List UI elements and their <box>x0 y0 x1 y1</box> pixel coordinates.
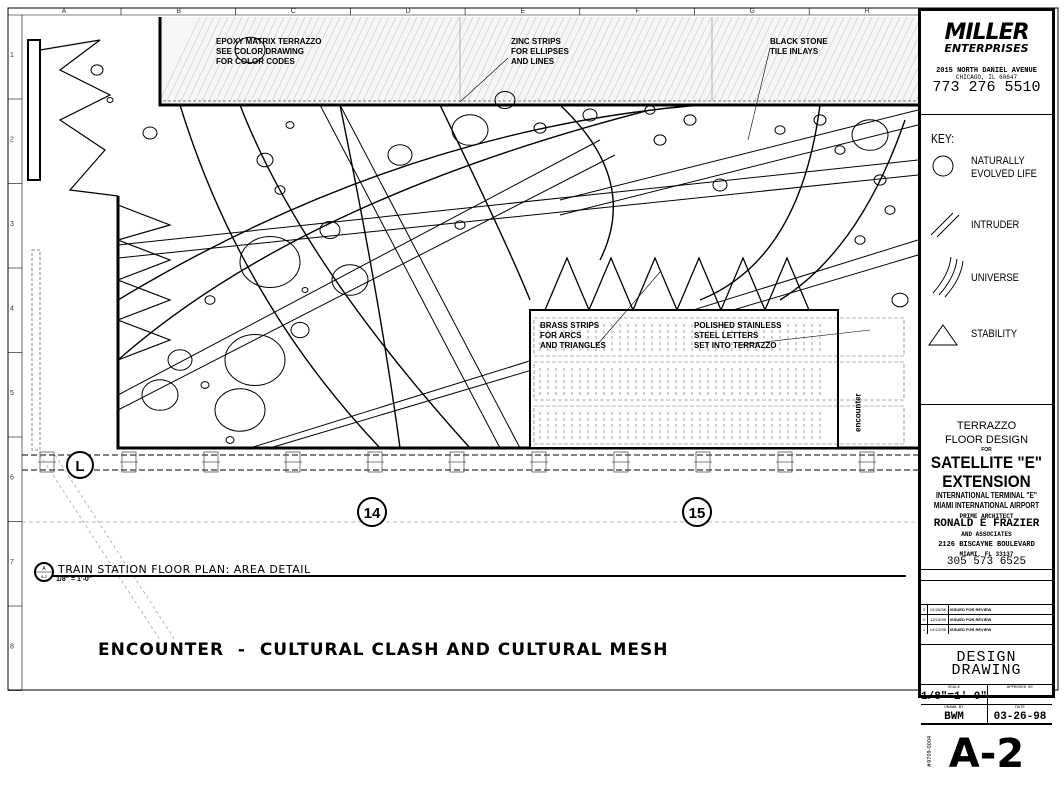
project-line1: TERRAZZO <box>956 420 1017 432</box>
note-black-stone: BLACK STONE TILE INLAYS <box>770 37 828 56</box>
arcs-icon <box>932 256 964 298</box>
status-line2: DRAWING <box>951 662 1022 679</box>
status-line1: DESIGN <box>956 649 1017 666</box>
architect-city: MIAMI, FL 33137 <box>959 551 1014 558</box>
detail-scale: 1/8" = 1'-0" <box>56 576 93 583</box>
company-city: CHICAGO, IL 60647 <box>955 74 1018 81</box>
legend-key: KEY: NATURALLY EVOLVED LIFE INTRUDER UNI… <box>921 115 1052 405</box>
note-line: FOR COLOR CODES <box>216 57 295 66</box>
note-steel: POLISHED STAINLESS STEEL LETTERS SET INT… <box>694 321 782 350</box>
key-label-universe: UNIVERSE <box>971 272 1019 284</box>
architect-associates: AND ASSOCIATES <box>961 531 1012 538</box>
grid-column-label: E <box>520 8 525 15</box>
grid-column-label: F <box>635 8 639 15</box>
sheet-border <box>7 7 1059 691</box>
column-marker-label: 14 <box>364 505 381 522</box>
title-block: MILLER ENTERPRISES 2015 NORTH DANIEL AVE… <box>918 8 1055 777</box>
sheet-title: ENCOUNTER - CULTURAL CLASH AND CULTURAL … <box>98 640 669 660</box>
grid-bubble <box>66 451 94 479</box>
project-terminal: INTERNATIONAL TERMINAL "E" <box>936 491 1037 500</box>
grid-row-label: 3 <box>10 221 14 228</box>
drawing-status: DESIGN DRAWING <box>921 645 1052 685</box>
note-line: AND LINES <box>511 57 555 66</box>
project-line2: FLOOR DESIGN <box>944 434 1029 446</box>
job-number: #9709-0004 <box>927 735 934 768</box>
project-info: TERRAZZO FLOOR DESIGN FOR SATELLITE "E" … <box>921 405 1052 570</box>
note-line: FOR ARCS <box>540 331 582 340</box>
project-name2: EXTENSION <box>942 472 1031 491</box>
triangle-icon <box>928 324 958 346</box>
project-name1: SATELLITE "E" <box>930 453 1043 472</box>
note-line: SEE COLOR DRAWING <box>216 47 304 56</box>
grid-labels: A B C D E F G H 1 2 3 4 5 6 7 8 <box>8 8 925 691</box>
note-line: AND TRIANGLES <box>540 341 606 350</box>
note-zinc: ZINC STRIPS FOR ELLIPSES AND LINES <box>511 37 569 66</box>
sheet-number: #9709-0004 A-2 <box>921 725 1052 785</box>
grid-column-label: B <box>176 8 181 15</box>
stability-triangles <box>544 256 810 312</box>
architect-phone: 305 573 6525 <box>946 556 1027 568</box>
note-brass: BRASS STRIPS FOR ARCS AND TRIANGLES <box>540 321 606 350</box>
column-marker-14 <box>357 497 387 527</box>
architect-caption: PRIME ARCHITECT <box>959 513 1014 520</box>
note-line: ZINC STRIPS <box>511 37 561 46</box>
circle-icon <box>932 155 954 177</box>
grid-row-label: 4 <box>10 306 14 313</box>
note-line: POLISHED STAINLESS <box>694 321 782 330</box>
column-marker-label: 15 <box>689 505 706 522</box>
grid-row-label: 5 <box>10 390 14 397</box>
architect-name: RONALD E FRAZIER <box>933 518 1040 530</box>
company-logo: MILLER ENTERPRISES 2015 NORTH DANIEL AVE… <box>921 11 1052 115</box>
grid-column-label: D <box>406 8 411 15</box>
note-line: BRASS STRIPS <box>540 321 600 330</box>
column-marker-15 <box>682 497 712 527</box>
note-line: STEEL LETTERS <box>694 331 759 340</box>
note-line: TILE INLAYS <box>770 47 819 56</box>
architect-address: 2126 BISCAYNE BOULEVARD <box>938 541 1035 549</box>
company-address: 2015 NORTH DANIEL AVENUE <box>936 67 1037 75</box>
grid-column-label: C <box>291 8 296 15</box>
detail-title: TRAIN STATION FLOOR PLAN: AREA DETAIL <box>58 563 311 576</box>
note-line: SET INTO TERRAZZO <box>694 341 777 350</box>
project-for: FOR <box>981 447 992 453</box>
detail-bubble-top: A <box>42 566 46 572</box>
note-epoxy: EPOXY MATRIX TERRAZZO SEE COLOR DRAWING … <box>216 37 322 66</box>
note-line: FOR ELLIPSES <box>511 47 569 56</box>
grid-row-label: 1 <box>10 52 14 59</box>
key-label-intruder: INTRUDER <box>971 219 1020 231</box>
floor-plan-drawing: A B C D E F G H 1 2 3 4 5 6 7 8 encounter <box>7 7 1059 691</box>
grid-row-label: 2 <box>10 137 14 144</box>
sheet-number-label: A-2 <box>948 731 1025 777</box>
double-slash-icon <box>930 212 960 238</box>
logo-line2: ENTERPRISES <box>944 42 1029 55</box>
note-line: BLACK STONE <box>770 37 828 46</box>
project-airport: MIAMI INTERNATIONAL AIRPORT <box>933 501 1040 510</box>
detail-bubble-bottom: A-2 <box>41 574 48 579</box>
key-label-life: NATURALLY EVOLVED LIFE <box>971 155 1037 180</box>
grid-row-label: 6 <box>10 475 14 482</box>
key-title: KEY: <box>931 131 955 146</box>
grid-column-label: H <box>864 8 869 15</box>
grid-column-label: G <box>749 8 754 15</box>
key-label-stability: STABILITY <box>971 328 1018 340</box>
grid-column-label: A <box>62 8 67 15</box>
grid-row-label: 8 <box>10 644 14 651</box>
grid-bubble-label: L <box>75 458 84 475</box>
logo-line1: MILLER <box>944 20 1029 45</box>
life-ellipses <box>90 36 909 444</box>
grid-row-label: 7 <box>10 559 14 566</box>
encounter-vertical-letters: encounter <box>854 393 863 432</box>
arcs-pattern <box>117 104 906 449</box>
note-line: EPOXY MATRIX TERRAZZO <box>216 37 322 46</box>
company-phone: 773 276 5510 <box>932 79 1041 96</box>
